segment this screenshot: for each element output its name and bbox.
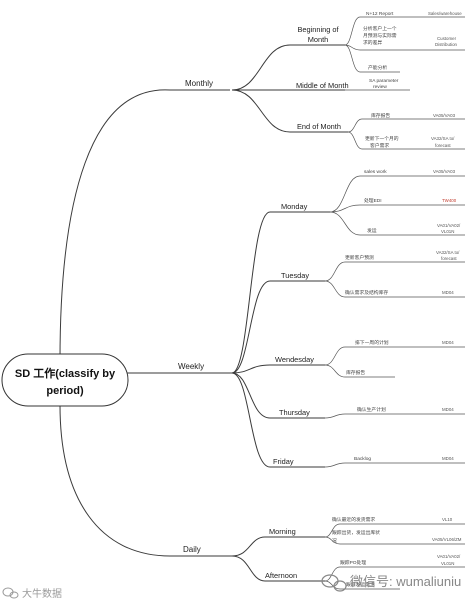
node-thursday: Thursday [279, 408, 310, 417]
code-va01-vl01n-day-l2: VL01N [441, 561, 454, 566]
leaf-inventory-report-wed: 库存报告 [346, 369, 365, 376]
leaf-backlog: Backlog [354, 456, 371, 462]
node-wednesday: Wendesday [275, 355, 314, 364]
leaf-sa-parameter-l2: review [373, 84, 387, 90]
code-sales-warehouse: Sales/warehouse [428, 11, 462, 16]
node-monday: Monday [281, 202, 308, 211]
node-morning: Morning [269, 527, 296, 536]
leaf-forecast-diff-l2: 月预测与实际需 [363, 32, 397, 39]
leaf-confirm-shipment-demand: 确认最近的发货需求 [332, 516, 375, 523]
branch-afternoon [231, 555, 325, 582]
code-md04-fri: MD04 [442, 456, 454, 461]
leaf-next-week-plan: 排下一周的计划 [355, 339, 389, 346]
leaf-n12-report: N+12 Report [366, 11, 394, 17]
leaf-forecast-diff-l1: 分析客户上一个 [363, 25, 397, 32]
center-title-line1: SD 工作(classify by [15, 366, 116, 380]
leaf-capacity-analysis: 产能分析 [368, 64, 387, 71]
branch-end [231, 89, 348, 133]
watermark-right: 微信号: wumaliuniu [350, 574, 461, 589]
code-va01-vl01n-l1: VA01/VA02/ [437, 223, 461, 228]
branch-monday [231, 211, 330, 374]
code-va05-vl06-zm: VA05/VL06/ZM [432, 537, 462, 542]
leaf-track-shipping-l1: 跟踪出货，发运出库状 [332, 529, 380, 536]
leaf-track-po: 跟踪PO处理 [340, 559, 366, 566]
leaf-sales-work: sales work [364, 169, 387, 175]
branch-beginning [231, 44, 345, 91]
code-md04-tue: MD04 [442, 290, 454, 295]
branch-thursday [231, 372, 325, 419]
code-md04-wed: MD04 [442, 340, 454, 345]
leaf-inventory-report: 库存报告 [371, 112, 390, 119]
code-va05-va03-month: VA05/VA03 [433, 113, 456, 118]
leaf-update-customer-forecast: 更新客户预测 [345, 254, 374, 261]
watermark-left: 大牛数据 [22, 587, 62, 600]
leaf-sa-parameter-l1: SA parameter [369, 78, 399, 84]
code-va32-forecast-l2: forecast [435, 143, 451, 148]
branch-tuesday [231, 280, 325, 374]
leaf-update-demand-l1: 更新下一个月的 [365, 135, 399, 142]
wechat-icon-left [2, 587, 19, 599]
leaf-edi: 处理EDI [364, 197, 382, 204]
node-weekly: Weekly [178, 362, 204, 371]
node-afternoon: Afternoon [265, 571, 297, 580]
leaf-update-demand-l2: 客户需求 [370, 142, 389, 149]
center-title-line2: period) [46, 385, 84, 397]
node-end-of-month: End of Month [297, 122, 341, 131]
branch-daily [59, 404, 232, 557]
branch-friday [231, 372, 325, 468]
leaf-forecast-diff-l3: 求的差异 [363, 39, 382, 46]
branch-morning [231, 536, 325, 557]
code-va01-vl01n-l2: VL01N [441, 229, 454, 234]
node-tuesday: Tuesday [281, 271, 309, 280]
leaf-shipping: 发运 [367, 227, 377, 234]
code-vl10: VL10 [442, 517, 453, 522]
node-monthly: Monthly [185, 79, 213, 88]
code-va01-vl01n-day-l1: VA01/VA02/ [437, 554, 461, 559]
leaf-confirm-demand-inventory: 确认需求及结构库存 [345, 289, 388, 296]
node-middle-of-month: Middle of Month [296, 81, 349, 90]
code-va32-forecast-week-l1: VA32/SA to/ [436, 250, 460, 255]
node-daily: Daily [183, 545, 201, 554]
code-va32-forecast-week-l2: forecast [441, 256, 457, 261]
code-tw400: TW400 [442, 198, 457, 203]
code-customer-distribution-l1: Customer [437, 36, 457, 41]
node-friday: Friday [273, 457, 294, 466]
leaf-track-shipping-l2: 况 [332, 538, 337, 544]
leaf-track-shipping-demand: 跟踪发运需求 [346, 581, 375, 588]
node-beginning-of-month-l2: Month [308, 35, 329, 44]
node-beginning-of-month-l1: Beginning of [297, 25, 339, 34]
code-va05-va03-week: VA05/VA03 [433, 169, 456, 174]
code-va32-forecast-l1: VA32/SA to/ [431, 136, 455, 141]
center-node [1, 353, 129, 407]
code-customer-distribution-l2: Distribution [435, 42, 458, 47]
wechat-icon-right [321, 574, 347, 592]
branch-wednesday [231, 364, 325, 374]
code-md04-thu: MD04 [442, 407, 454, 412]
leaf-confirm-production-plan: 确认生产计划 [357, 406, 386, 413]
branch-monthly [59, 89, 230, 361]
